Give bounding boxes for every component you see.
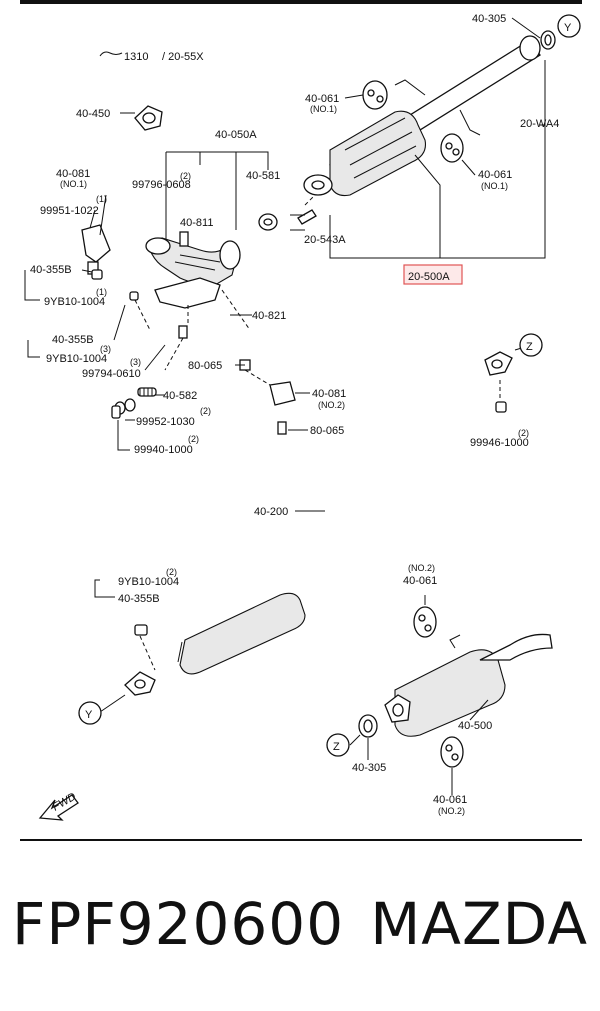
label-9yb-b-qty: (3): [100, 344, 111, 354]
top-border: [20, 0, 582, 4]
brand-name: MAZDA: [370, 890, 588, 958]
label-9yb-c-qty: (2): [166, 567, 177, 577]
connection-y-bot: Y: [85, 709, 93, 721]
rubber-hanger-no1-mid: [440, 133, 464, 163]
connection-z-top: Z: [526, 341, 533, 353]
nut-40-355b-top: [91, 269, 103, 280]
label-40-821: 40-821: [252, 310, 286, 322]
label-40-061-bot: 40-061: [403, 575, 437, 587]
label-99952-qty: (2): [200, 406, 211, 416]
label-99796-0608: 99796-0608: [132, 179, 191, 191]
label-99951-qty: (1): [96, 194, 107, 204]
label-40-582: 40-582: [163, 390, 197, 402]
bracket-40-081-no1: [81, 224, 111, 275]
label-80-065-a: 80-065: [188, 360, 222, 372]
label-80-065-b: 80-065: [310, 425, 344, 437]
connection-z-bot-circle: [326, 733, 350, 757]
label-40-061-top: 40-061: [305, 93, 339, 105]
spring-bolt-cluster: [111, 359, 296, 435]
caption-bar: FPF920600 MAZDA: [0, 890, 600, 980]
connection-y-bot-circle: [78, 701, 102, 725]
rubber-hanger-no2-lower: [440, 736, 464, 768]
label-99946-1000: 99946-1000: [470, 437, 529, 449]
label-40-500: 40-500: [458, 720, 492, 732]
rubber-hanger-no2-upper: [413, 606, 437, 638]
label-99951-1022: 99951-1022: [40, 205, 99, 217]
label-99952-1030: 99952-1030: [136, 416, 195, 428]
connection-y-top-circle: [557, 14, 581, 38]
label-99794-qty: (3): [130, 357, 141, 367]
rubber-hanger-no1-top: [362, 80, 388, 110]
label-40-081-mid-no: (NO.2): [318, 400, 345, 410]
label-40-355b-a: 40-355B: [30, 264, 72, 276]
label-99794-0610: 99794-0610: [82, 368, 141, 380]
reference-code-group: 1310 / 20-55X: [99, 51, 204, 63]
label-40-081-top: 40-081: [56, 168, 90, 180]
label-99940-1000: 99940-1000: [134, 444, 193, 456]
label-40-305-bot: 40-305: [352, 762, 386, 774]
label-9yb10-1004-b: 9YB10-1004: [46, 353, 107, 365]
label-9yb10-1004-c: 9YB10-1004: [118, 576, 179, 588]
label-40-450: 40-450: [76, 108, 110, 120]
reference-code: 1310: [124, 51, 148, 63]
label-9yb10-1004-a: 9YB10-1004: [44, 296, 105, 308]
catalytic-converter-assembly: [297, 35, 541, 225]
label-40-061-bot-no: (NO.2): [408, 563, 435, 573]
label-40-581: 40-581: [246, 170, 280, 182]
label-40-811: 40-811: [180, 217, 213, 229]
gasket-40-305-top: [540, 30, 556, 50]
connection-z-bot: Z: [333, 741, 340, 753]
reference-suffix: / 20-55X: [162, 51, 204, 63]
label-40-061-top-no: (NO.1): [310, 104, 337, 114]
label-40-050a: 40-050A: [215, 129, 257, 141]
label-20-wa4: 20-WA4: [520, 118, 559, 130]
label-99946-qty: (2): [518, 428, 529, 438]
label-40-081-top-no: (NO.1): [60, 179, 87, 189]
label-40-355b-c: 40-355B: [118, 593, 160, 605]
gasket-40-581: [258, 213, 278, 231]
connection-y-top: Y: [564, 22, 572, 34]
label-40-061-mid-no: (NO.1): [481, 181, 508, 191]
forward-arrow-icon: FWD: [38, 791, 79, 821]
reference-arrow-icon: [99, 51, 123, 57]
label-99796-qty: (2): [180, 171, 191, 181]
label-99940-qty: (2): [188, 434, 199, 444]
part-number: FPF920600: [12, 890, 345, 958]
label-40-061-bot2: 40-061: [433, 794, 467, 806]
connection-z-top-circle: [519, 333, 543, 357]
label-40-200: 40-200: [254, 506, 288, 518]
label-20-543a: 20-543A: [304, 234, 346, 246]
label-40-081-mid: 40-081: [312, 388, 346, 400]
label-40-355b-b: 40-355B: [52, 334, 94, 346]
exhaust-parts-diagram: 1310 / 20-55X: [20, 0, 582, 841]
highlighted-part-box: [403, 264, 463, 285]
center-pipe-40-200: [124, 351, 513, 696]
main-muffler-40-500: [358, 633, 553, 738]
label-9yb-a-qty: (1): [96, 287, 107, 297]
exhaust-manifold-assembly: [129, 105, 271, 386]
label-40-305-top: 40-305: [472, 13, 506, 25]
label-20-500a-highlight: 20-500A: [408, 271, 450, 283]
label-40-061-bot2-no: (NO.2): [438, 806, 465, 816]
label-40-061-mid: 40-061: [478, 169, 512, 181]
